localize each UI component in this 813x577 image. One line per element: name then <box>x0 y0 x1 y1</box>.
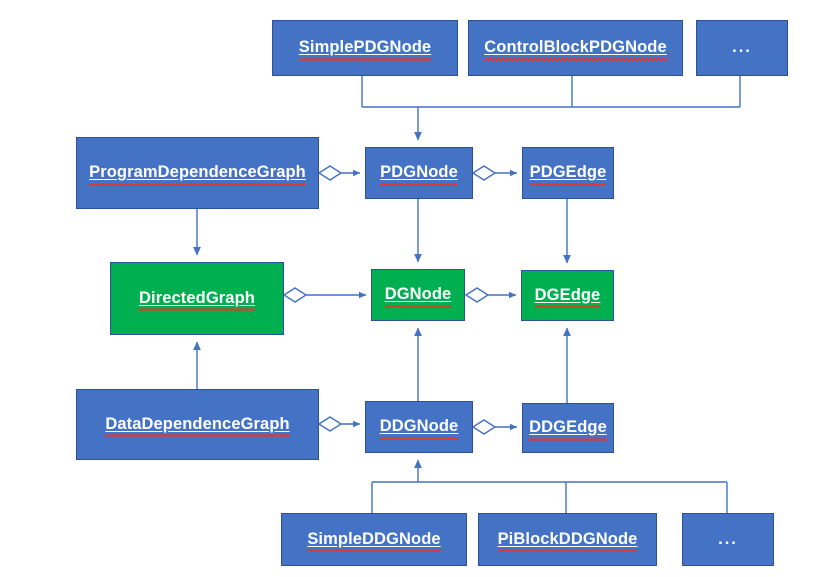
class-node-label: ... <box>718 529 738 548</box>
class-node-label: SimplePDGNode <box>298 38 432 61</box>
class-node-label: DDGEdge <box>529 418 607 441</box>
class-node-label: SimpleDDGNode <box>307 529 441 553</box>
class-node-programdependencegraph[interactable]: ProgramDependenceGraph <box>76 137 319 209</box>
class-node-label: PiBlockDDGNode <box>497 529 638 553</box>
class-node-label: DirectedGraph <box>139 288 255 312</box>
class-node-simpleddgnode[interactable]: SimpleDDGNode <box>281 513 467 566</box>
class-node-ellipsisbottom[interactable]: ... <box>682 513 774 566</box>
aggregation-ddg-ddgnode <box>317 416 361 432</box>
class-node-label: ControlBlockPDGNode <box>484 38 667 61</box>
class-node-controlblockpdgnode[interactable]: ControlBlockPDGNode <box>468 20 683 76</box>
class-node-label: PDGNode <box>380 163 458 186</box>
generalization-bottom-bus <box>371 459 728 513</box>
class-node-dgnode[interactable]: DGNode <box>371 269 465 321</box>
class-node-label: DGNode <box>384 285 452 308</box>
aggregation-ddgnode-ddgedge <box>471 419 518 435</box>
class-node-simplepdgnode[interactable]: SimplePDGNode <box>272 20 458 76</box>
class-node-ellipsistop[interactable]: ... <box>696 20 788 76</box>
class-node-dgedge[interactable]: DGEdge <box>521 270 614 321</box>
class-node-label: ProgramDependenceGraph <box>89 163 306 186</box>
class-node-pdgnode[interactable]: PDGNode <box>365 147 473 199</box>
aggregation-pdgnode-pdgedge <box>471 165 518 181</box>
class-node-piblockddgnode[interactable]: PiBlockDDGNode <box>478 513 657 566</box>
class-node-label: DataDependenceGraph <box>105 414 291 438</box>
class-node-pdgedge[interactable]: PDGEdge <box>522 147 614 199</box>
class-node-label: DDGNode <box>379 417 459 440</box>
generalization-top-bus <box>361 76 741 141</box>
class-node-directedgraph[interactable]: DirectedGraph <box>110 262 284 335</box>
class-node-ddgnode[interactable]: DDGNode <box>365 401 473 453</box>
aggregation-directedgraph-dgnode <box>282 287 367 303</box>
class-node-ddgedge[interactable]: DDGEdge <box>522 403 614 453</box>
aggregation-pdg-pdgnode <box>317 165 361 181</box>
aggregation-dgnode-dgedge <box>464 287 517 303</box>
class-node-label: DGEdge <box>534 285 601 309</box>
class-node-label: PDGEdge <box>529 163 607 186</box>
class-node-datadependencegraph[interactable]: DataDependenceGraph <box>76 389 319 460</box>
class-node-label: ... <box>732 38 752 57</box>
